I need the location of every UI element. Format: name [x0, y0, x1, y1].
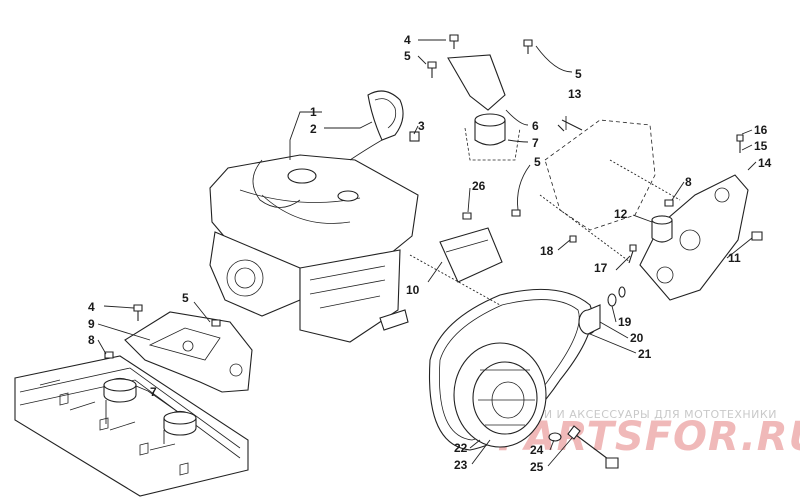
callout-3: 3 — [418, 119, 425, 133]
callout-9: 9 — [88, 317, 95, 331]
callout-5-mid: 5 — [534, 155, 541, 169]
callout-11: 11 — [728, 251, 741, 265]
frame-rail — [14, 355, 249, 497]
callout-7-top: 7 — [532, 136, 539, 150]
starter-handle — [349, 90, 420, 161]
clutch-bolt — [548, 425, 619, 469]
belt-guard-plate — [544, 119, 656, 231]
callout-16: 16 — [754, 123, 768, 137]
callout-1: 1 — [310, 105, 317, 119]
callout-6: 6 — [532, 119, 539, 133]
callout-5-top: 5 — [404, 49, 411, 63]
pulley-stack — [578, 286, 626, 335]
callout-25: 25 — [530, 460, 544, 474]
callout-20: 20 — [630, 331, 644, 345]
callout-12: 12 — [614, 207, 628, 221]
upper-mount-bracket — [447, 54, 521, 161]
callout-23: 23 — [454, 458, 468, 472]
callout-4-top: 4 — [404, 33, 411, 47]
engine-assembly — [209, 154, 419, 343]
callout-4-left: 4 — [88, 300, 95, 314]
callout-8-left: 8 — [88, 333, 95, 347]
clutch-bracket — [639, 174, 749, 301]
callout-7-bottom: 7 — [150, 385, 157, 399]
callout-19: 19 — [618, 315, 632, 329]
rubber-mount-left — [103, 377, 137, 403]
callout-10: 10 — [406, 283, 420, 297]
callout-14: 14 — [758, 156, 772, 170]
callout-labels: 1 2 3 4 5 5 13 6 7 16 15 14 5 26 8 12 18… — [88, 33, 772, 474]
watermark-tagline: ЗАПЧАСТИ И АКСЕССУАРЫ ДЛЯ МОТОТЕХНИКИ — [488, 408, 777, 421]
callout-5-right: 5 — [575, 67, 582, 81]
watermark-logo: PARTSFOR.RU — [498, 414, 800, 460]
center-engine-mount — [439, 227, 503, 283]
callout-18: 18 — [540, 244, 554, 258]
callout-5-left: 5 — [182, 291, 189, 305]
callout-26: 26 — [472, 179, 486, 193]
callout-22: 22 — [454, 441, 468, 455]
fasteners — [104, 34, 763, 359]
callout-8-right: 8 — [685, 175, 692, 189]
callout-13: 13 — [568, 87, 582, 101]
rubber-mount-right — [163, 410, 197, 436]
callout-15: 15 — [754, 139, 768, 153]
callout-21: 21 — [638, 347, 652, 361]
front-engine-mount-bracket — [124, 311, 253, 393]
watermark: ЗАПЧАСТИ И АКСЕССУАРЫ ДЛЯ МОТОТЕХНИКИ PA… — [488, 408, 800, 460]
callout-17: 17 — [594, 261, 608, 275]
callout-24: 24 — [530, 443, 544, 457]
drive-clutch — [453, 342, 547, 448]
leader-lines — [97, 39, 757, 467]
callout-2: 2 — [310, 122, 317, 136]
